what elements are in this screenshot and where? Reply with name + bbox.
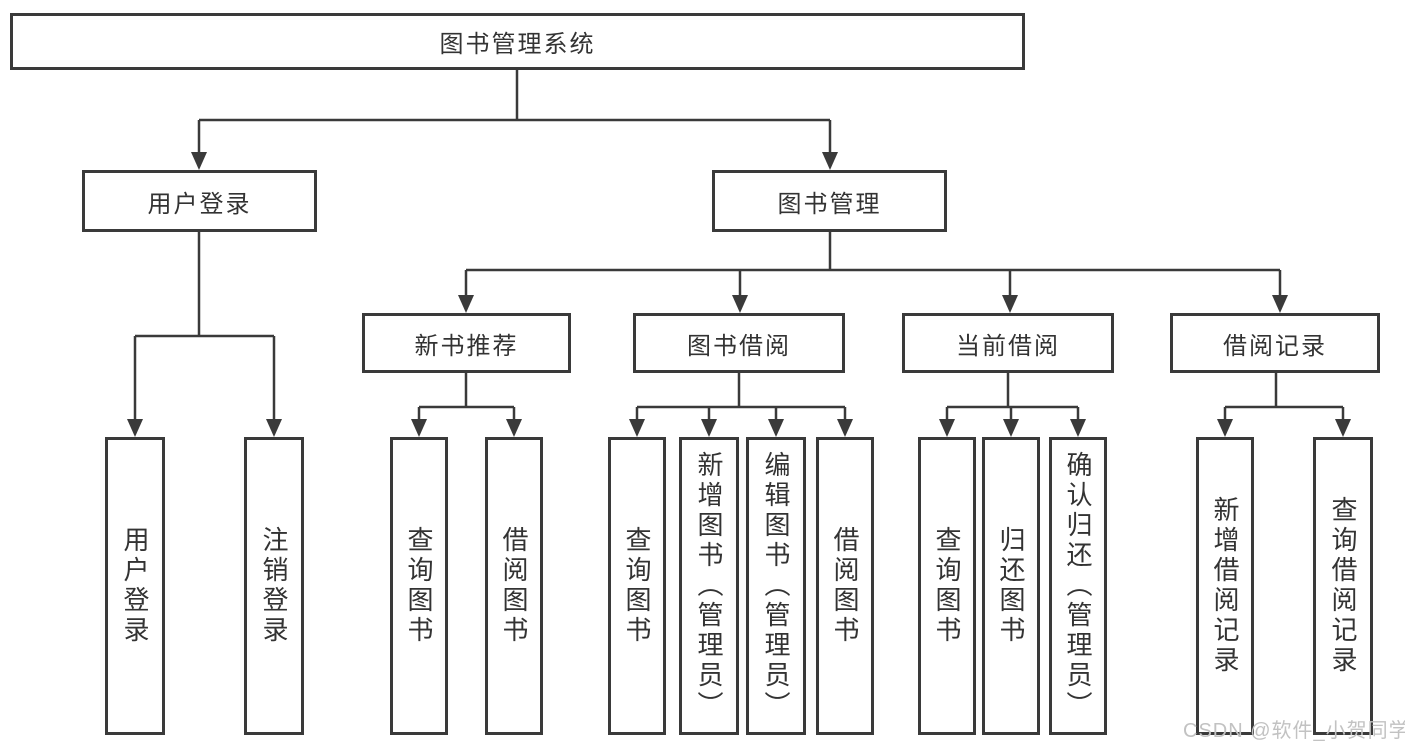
leaf-query-books: 查询图书 bbox=[918, 437, 976, 735]
leaf-label: 编辑图书（管理员） bbox=[761, 451, 791, 721]
leaf-add-books-admin: 新增图书（管理员） bbox=[679, 437, 739, 735]
node-root-system: 图书管理系统 bbox=[10, 13, 1025, 70]
leaf-label: 新增借阅记录 bbox=[1210, 496, 1240, 676]
node-borrow-records: 借阅记录 bbox=[1170, 313, 1380, 373]
leaf-return-books: 归还图书 bbox=[982, 437, 1040, 735]
leaf-label: 借阅图书 bbox=[499, 526, 529, 646]
node-new-book-recommend: 新书推荐 bbox=[362, 313, 571, 373]
leaf-confirm-return-admin: 确认归还（管理员） bbox=[1049, 437, 1107, 735]
leaf-label: 注销登录 bbox=[259, 526, 289, 646]
leaf-borrow-books: 借阅图书 bbox=[485, 437, 543, 735]
node-current-borrow: 当前借阅 bbox=[902, 313, 1114, 373]
csdn-watermark: CSDN @软件_小贺同学 bbox=[1183, 720, 1405, 742]
leaf-query-books: 查询图书 bbox=[608, 437, 666, 735]
leaf-add-borrow-record: 新增借阅记录 bbox=[1196, 437, 1254, 735]
leaf-label: 查询图书 bbox=[932, 526, 962, 646]
leaf-label: 借阅图书 bbox=[830, 526, 860, 646]
node-user-login: 用户登录 bbox=[82, 170, 317, 232]
leaf-label: 查询借阅记录 bbox=[1328, 496, 1358, 676]
leaf-label: 确认归还（管理员） bbox=[1063, 451, 1093, 721]
leaf-query-books: 查询图书 bbox=[390, 437, 448, 735]
leaf-user-login: 用户登录 bbox=[105, 437, 165, 735]
leaf-borrow-books: 借阅图书 bbox=[816, 437, 874, 735]
leaf-label: 归还图书 bbox=[996, 526, 1026, 646]
leaf-query-borrow-record: 查询借阅记录 bbox=[1313, 437, 1373, 735]
node-book-borrow: 图书借阅 bbox=[633, 313, 845, 373]
leaf-label: 用户登录 bbox=[120, 526, 150, 646]
leaf-logout: 注销登录 bbox=[244, 437, 304, 735]
leaf-label: 查询图书 bbox=[622, 526, 652, 646]
node-book-management: 图书管理 bbox=[712, 170, 947, 232]
leaf-label: 新增图书（管理员） bbox=[694, 451, 724, 721]
leaf-label: 查询图书 bbox=[404, 526, 434, 646]
leaf-edit-books-admin: 编辑图书（管理员） bbox=[746, 437, 806, 735]
